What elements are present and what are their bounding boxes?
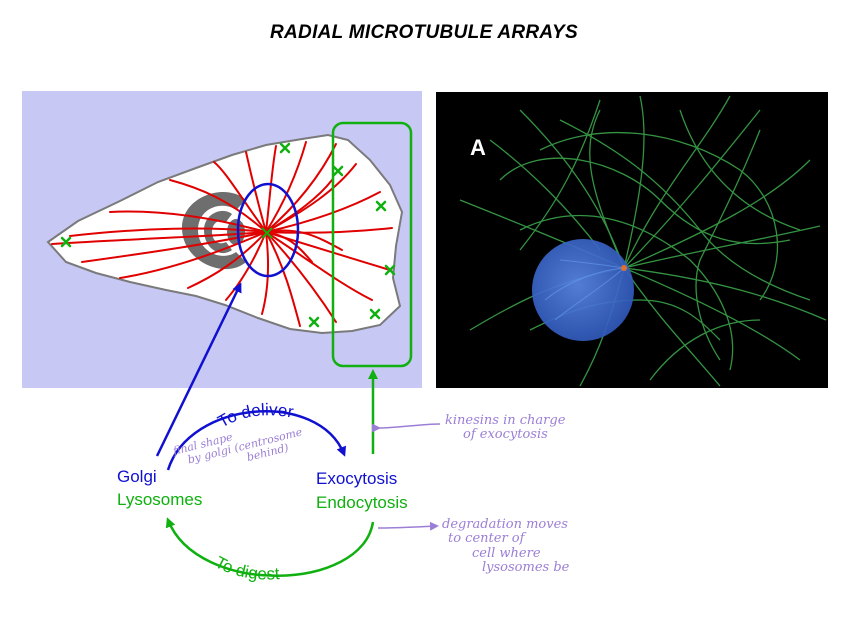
micrograph-panel: A	[436, 92, 828, 388]
exocytosis-label: Exocytosis	[316, 469, 398, 488]
to-digest-text: To digest	[212, 553, 280, 584]
cycle-arrows	[155, 282, 441, 577]
periphery-highlight	[331, 121, 413, 368]
kinesin-note-line-2: of exocytosis	[463, 427, 548, 443]
cell-schematic-panel	[22, 91, 422, 388]
degradation-note: degradation moves to center of cell wher…	[442, 517, 570, 575]
endocytosis-label: Endocytosis	[316, 493, 408, 512]
to-deliver-arrow	[166, 410, 346, 471]
micrograph-centrosome	[621, 265, 627, 271]
microtubules	[51, 141, 393, 327]
page-title: RADIAL MICROTUBULE ARRAYS	[270, 22, 578, 43]
degradation-note-line-2: to center of	[448, 531, 525, 547]
vesicle-markers	[60, 142, 396, 328]
to-digest-arrow	[165, 517, 375, 577]
kinesin-note-pointer	[371, 423, 441, 433]
degradation-note-line-4: lysosomes be	[482, 559, 570, 575]
centrosome	[261, 227, 273, 239]
degradation-note-pointer	[377, 521, 439, 531]
degradation-note-line-3: cell where	[472, 545, 541, 561]
centrosome-highlight	[236, 182, 300, 278]
kinesin-note: kinesins in charge of exocytosis	[445, 413, 566, 443]
micrograph-nucleus	[532, 239, 634, 341]
degradation-note-line-1: degradation moves	[442, 517, 568, 532]
golgi-label: Golgi	[117, 467, 157, 486]
lysosomes-label: Lysosomes	[117, 490, 203, 509]
golgi-to-centrosome-arrow	[155, 282, 242, 457]
micrograph-label: A	[470, 135, 486, 160]
kinesin-note-line-1: kinesins in charge	[445, 413, 566, 428]
to-digest-label: To digest	[212, 553, 280, 584]
micrograph-background	[436, 92, 828, 388]
